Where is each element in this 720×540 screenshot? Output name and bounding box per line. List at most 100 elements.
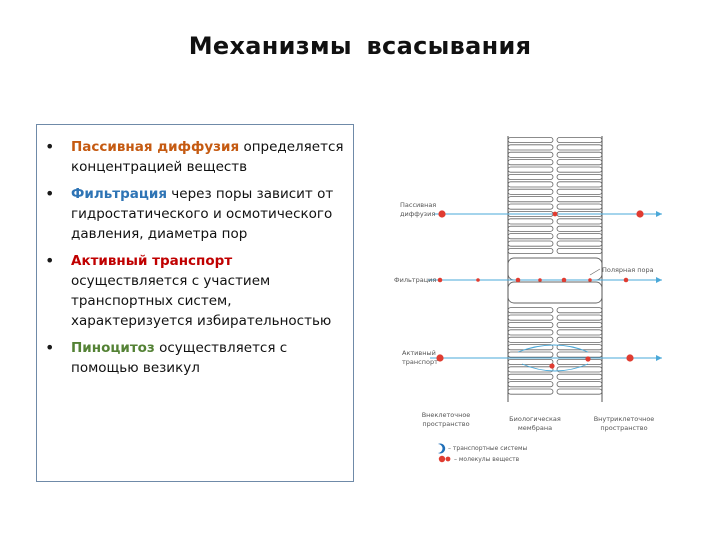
pore-pointer xyxy=(589,268,601,276)
lipid-molecule xyxy=(556,248,603,255)
substance-molecule xyxy=(436,354,444,362)
lipid-molecule xyxy=(556,388,603,395)
bullet-text-box: • Пассивная диффузия определяется концент… xyxy=(36,124,354,482)
membrane-transport-diagram: Пассивная диффузия Фильтрация Полярная п… xyxy=(394,136,662,463)
label-membrane-2: мембрана xyxy=(518,424,552,432)
lipid-molecule xyxy=(507,329,554,336)
lipid-molecule xyxy=(507,203,554,210)
lipid-molecule xyxy=(507,218,554,225)
lipid-molecule xyxy=(556,196,603,203)
lipid-molecule xyxy=(556,321,603,328)
lipid-molecule xyxy=(507,248,554,255)
substance-molecule xyxy=(623,277,629,283)
polar-pore-wall xyxy=(507,257,603,281)
passive-diffusion-arrow-head xyxy=(656,211,662,217)
lipid-molecule xyxy=(556,336,603,343)
label-intracellular-1: Внутриклеточное xyxy=(594,415,655,423)
desc-passive-diffusion: определяется концентрацией веществ xyxy=(71,139,344,175)
lipid-molecule xyxy=(507,307,554,314)
lipid-molecule xyxy=(507,159,554,166)
lipid-molecule xyxy=(556,314,603,321)
lipid-molecule xyxy=(507,381,554,388)
bullet-passive-diffusion: •Пассивная диффузия определяется концент… xyxy=(37,137,355,177)
lipid-molecule xyxy=(507,358,554,365)
transport-arrows xyxy=(428,210,662,372)
substance-molecule xyxy=(538,278,542,282)
lipid-molecule xyxy=(507,314,554,321)
substance-molecule xyxy=(552,211,558,217)
legend-molecule-icon xyxy=(438,455,446,463)
lipid-molecule xyxy=(556,144,603,151)
label-passive-diffusion-2: диффузия xyxy=(400,210,435,218)
lipid-molecule xyxy=(556,137,603,143)
substance-molecule xyxy=(636,210,644,218)
lipid-molecule xyxy=(556,203,603,210)
bullet-dot: • xyxy=(45,184,55,203)
label-polar-pore: Полярная пора xyxy=(602,266,654,274)
lipid-molecule xyxy=(556,218,603,225)
lipid-molecule xyxy=(556,329,603,336)
carrier-cycle-arrow xyxy=(517,344,589,353)
label-extracellular-2: пространство xyxy=(422,420,469,428)
substance-molecule xyxy=(585,356,591,362)
lipid-molecule xyxy=(556,233,603,240)
lipid-molecule xyxy=(556,166,603,173)
lipid-molecule xyxy=(507,174,554,181)
lipid-molecule xyxy=(556,174,603,181)
active-transport-arrow-head xyxy=(656,355,662,361)
carrier-cycle-arrow xyxy=(521,363,589,372)
slide-title: Механизмы всасывания xyxy=(188,32,532,60)
lipid-molecule xyxy=(556,358,603,365)
lipid-molecule xyxy=(507,166,554,173)
label-membrane-1: Биологическая xyxy=(509,415,561,423)
label-filtration: Фильтрация xyxy=(394,276,436,284)
lipid-molecule xyxy=(507,196,554,203)
substance-molecule xyxy=(476,278,480,282)
lipid-molecule xyxy=(507,181,554,188)
lipid-molecule xyxy=(556,307,603,314)
lipid-molecule xyxy=(556,381,603,388)
bullet-filtration: • Фильтрация через поры зависит от гидрос… xyxy=(37,184,355,244)
lipid-molecule xyxy=(507,373,554,380)
bullet-list: • Пассивная диффузия определяется концент… xyxy=(37,137,355,385)
lipid-molecule xyxy=(507,225,554,232)
lipid-molecule xyxy=(507,137,554,143)
lipid-molecule xyxy=(507,321,554,328)
substance-molecule xyxy=(438,210,446,218)
legend-carrier-icon xyxy=(438,443,446,454)
label-intracellular-2: пространство xyxy=(600,424,647,432)
lipid-molecule xyxy=(556,151,603,158)
lipid-molecule xyxy=(507,151,554,158)
filtration-arrow-head xyxy=(656,277,662,283)
legend-molecule-label: – молекулы веществ xyxy=(454,456,520,463)
legend-molecule-icon xyxy=(445,456,451,462)
polar-pore-wall xyxy=(507,281,603,304)
substance-molecule xyxy=(549,363,555,369)
desc-filtration: через поры зависит от гидростатического … xyxy=(71,186,334,242)
lipid-molecule xyxy=(507,188,554,195)
lipid-molecule xyxy=(507,336,554,343)
label-extracellular-1: Внеклеточное xyxy=(422,411,471,419)
substance-molecule xyxy=(437,277,443,283)
bullet-active-transport: •Активный транспорт осуществляется с уча… xyxy=(37,251,355,331)
desc-pinocytosis: осуществляется с помощью везикул xyxy=(71,340,288,376)
label-active-transport-1: Активный xyxy=(402,349,436,357)
lipid-molecule xyxy=(556,373,603,380)
lipid-molecule xyxy=(507,388,554,395)
term-pinocytosis: Пиноцитоз xyxy=(71,340,155,356)
biological-membrane xyxy=(507,136,603,402)
term-filtration: Фильтрация xyxy=(71,186,168,202)
lipid-molecule xyxy=(556,225,603,232)
substance-molecule xyxy=(626,354,634,362)
legend: – транспортные системы – молекулы вещест… xyxy=(438,443,527,463)
lipid-molecule xyxy=(507,144,554,151)
term-passive-diffusion: Пассивная диффузия xyxy=(71,139,240,155)
bullet-pinocytosis: •Пиноцитоз осуществляется с помощью вези… xyxy=(37,338,355,378)
label-passive-diffusion-1: Пассивная xyxy=(400,201,436,209)
lipid-molecule xyxy=(507,240,554,247)
substance-molecule xyxy=(588,278,592,282)
substance-molecule xyxy=(561,277,567,283)
label-active-transport-2: транспорт xyxy=(402,358,438,366)
lipid-molecule xyxy=(556,351,603,358)
term-active-transport: Активный транспорт xyxy=(71,253,233,269)
